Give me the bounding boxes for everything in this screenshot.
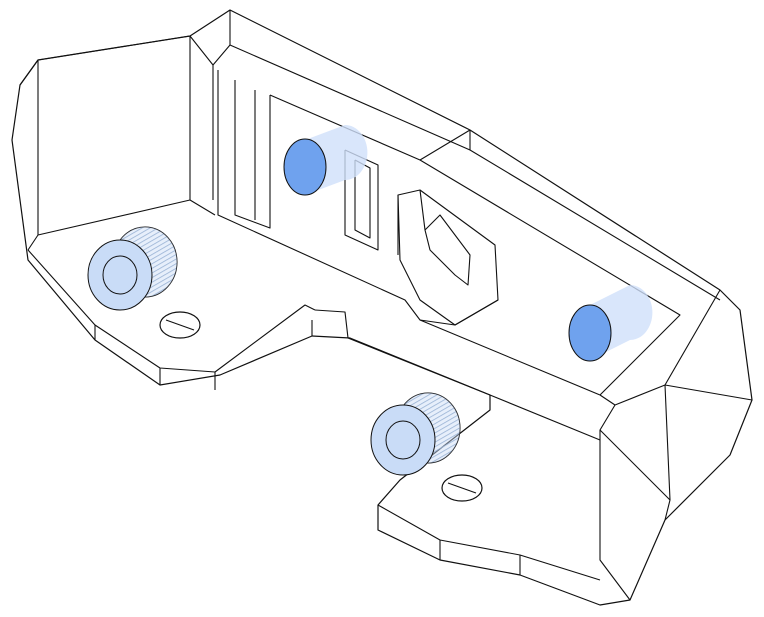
- knurled-knob: [370, 392, 461, 476]
- bracket-body: [11, 9, 753, 606]
- screw-hole: [159, 311, 201, 339]
- magnet: [568, 285, 653, 362]
- magnet: [283, 125, 368, 196]
- knurled-knob: [87, 226, 178, 311]
- screw-hole: [441, 474, 483, 502]
